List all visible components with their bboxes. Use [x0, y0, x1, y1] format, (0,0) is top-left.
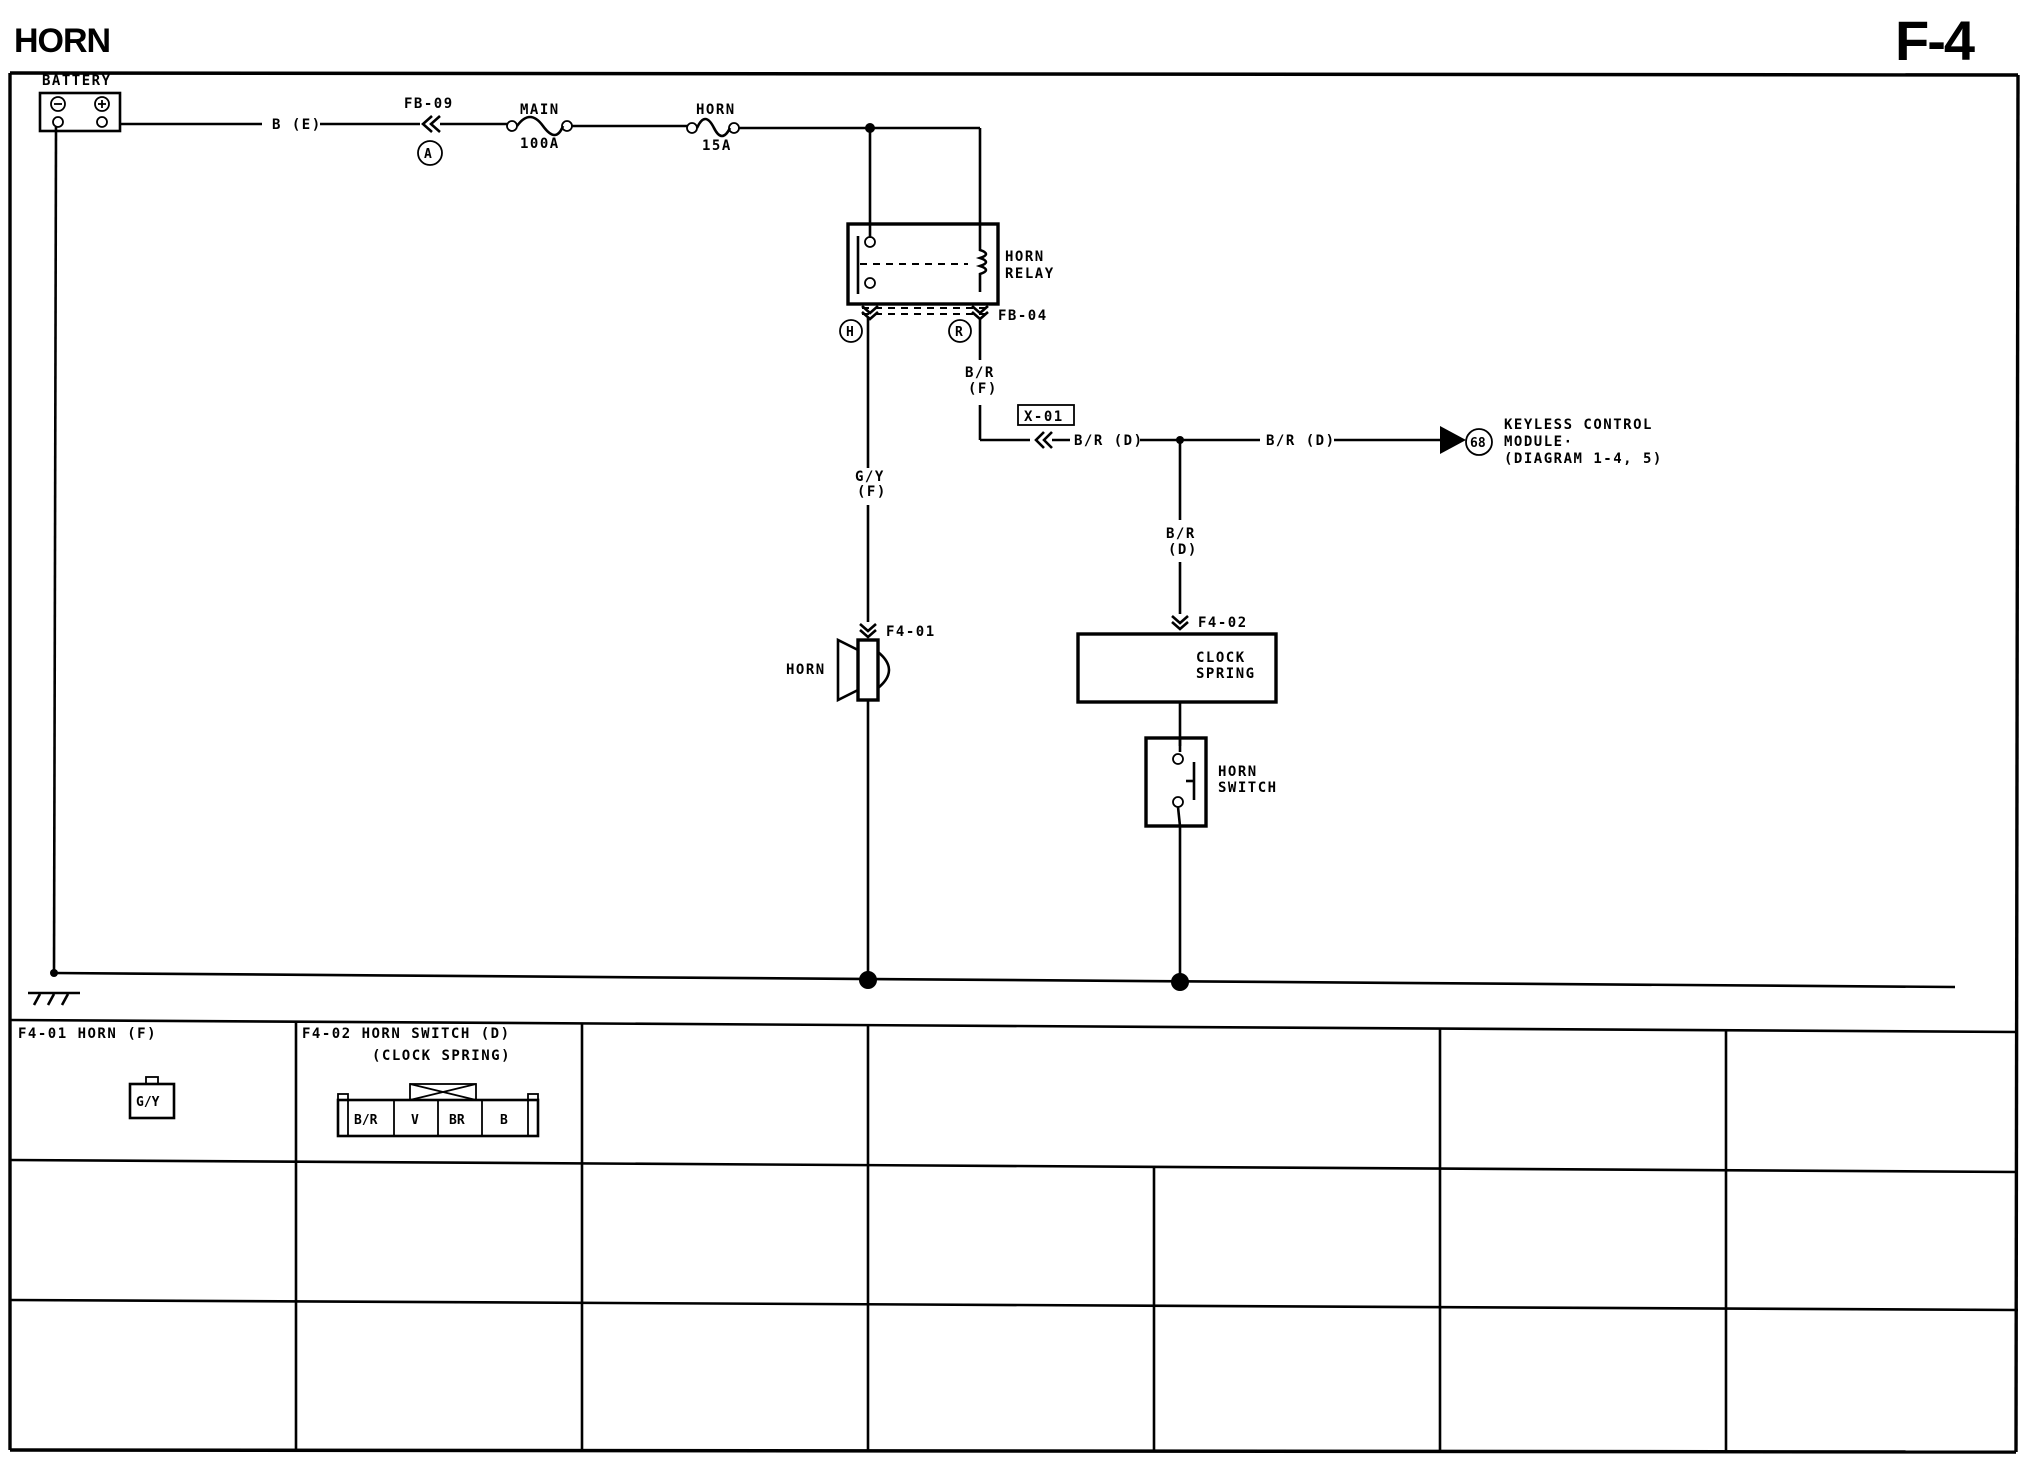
svg-text:R: R [955, 325, 963, 340]
svg-text:15A: 15A [702, 138, 732, 154]
clock-spring: CLOCK SPRING [1076, 632, 1278, 704]
table-cell-f402: F4-02 HORN SWITCH (D) (CLOCK SPRING) B/R… [302, 1026, 540, 1138]
svg-text:(D): (D) [1168, 542, 1198, 558]
battery: BATTERY [38, 73, 122, 133]
connector-table [9, 1018, 2019, 1452]
connector-f402: F4-02 [1171, 615, 1248, 631]
svg-text:F4-01 HORN (F): F4-01 HORN (F) [18, 1026, 157, 1042]
diagram-title: HORN [14, 22, 110, 60]
svg-text:RELAY: RELAY [1005, 266, 1055, 282]
svg-text:HORN: HORN [1218, 764, 1258, 780]
svg-text:H: H [846, 325, 854, 340]
connector-f401: F4-01 [859, 623, 936, 640]
svg-text:HORN: HORN [696, 102, 736, 118]
svg-text:MODULE·: MODULE· [1504, 434, 1574, 450]
svg-text:MAIN: MAIN [520, 102, 560, 118]
svg-text:(DIAGRAM 1-4, 5): (DIAGRAM 1-4, 5) [1504, 451, 1663, 467]
wire-label-br-d-right: B/R (D) [1266, 433, 1336, 449]
svg-text:B: B [500, 1113, 508, 1128]
connector-fb04: FB-04 H R [839, 305, 1048, 343]
svg-text:F4-01: F4-01 [886, 624, 936, 640]
wire-label-br-f: B/R [965, 365, 995, 381]
horn-speaker-icon: HORN [786, 637, 891, 703]
svg-text:A: A [424, 147, 432, 162]
svg-text:B/R: B/R [354, 1113, 378, 1128]
svg-text:(CLOCK SPRING): (CLOCK SPRING) [372, 1048, 511, 1064]
fuse-main-100a: MAIN 100A [506, 102, 573, 152]
table-cell-f401: F4-01 HORN (F) G/Y [18, 1026, 176, 1120]
fuse-horn-15a: HORN 15A [686, 102, 740, 154]
battery-negative-terminal [50, 96, 66, 112]
connector-x01: X-01 [1017, 404, 1075, 449]
svg-text:KEYLESS CONTROL: KEYLESS CONTROL [1504, 417, 1653, 433]
wire-label-br-d-vertical: B/R [1166, 526, 1196, 542]
wire-label-gy-f: G/Y [855, 469, 885, 485]
svg-text:100A: 100A [520, 136, 560, 152]
ground-bus-wire [53, 971, 1956, 989]
svg-text:HORN: HORN [1005, 249, 1045, 265]
keyless-control-module-ref: 68 KEYLESS CONTROL MODULE· (DIAGRAM 1-4,… [1440, 417, 1663, 467]
horn-switch: HORN SWITCH [1144, 736, 1278, 828]
svg-text:SWITCH: SWITCH [1218, 780, 1278, 796]
ground-symbol-icon [28, 991, 80, 1006]
connector-fb09: FB-09 A [404, 96, 454, 166]
svg-text:68: 68 [1470, 436, 1486, 451]
svg-text:BR: BR [449, 1113, 465, 1128]
svg-text:X-01: X-01 [1024, 409, 1064, 425]
svg-text:F4-02 HORN SWITCH (D): F4-02 HORN SWITCH (D) [302, 1026, 511, 1042]
battery-label: BATTERY [42, 73, 112, 89]
battery-ground-wire [52, 126, 58, 976]
horn-relay: HORN RELAY [846, 222, 1055, 306]
svg-text:CLOCK: CLOCK [1196, 650, 1246, 666]
svg-text:(F): (F) [857, 484, 887, 500]
svg-text:(F): (F) [968, 381, 998, 397]
svg-text:G/Y: G/Y [136, 1095, 160, 1110]
svg-text:FB-04: FB-04 [998, 308, 1048, 324]
svg-text:SPRING: SPRING [1196, 666, 1256, 682]
svg-text:FB-09: FB-09 [404, 96, 454, 112]
battery-positive-terminal [94, 96, 110, 112]
wire-label-b-e: B (E) [272, 117, 322, 133]
svg-text:F4-02: F4-02 [1198, 615, 1248, 631]
diagram-frame [8, 71, 2020, 1454]
svg-text:V: V [411, 1113, 419, 1128]
page-number: F-4 [1895, 9, 1975, 72]
horn-label: HORN [786, 662, 826, 678]
wire-label-br-d-left: B/R (D) [1074, 433, 1144, 449]
